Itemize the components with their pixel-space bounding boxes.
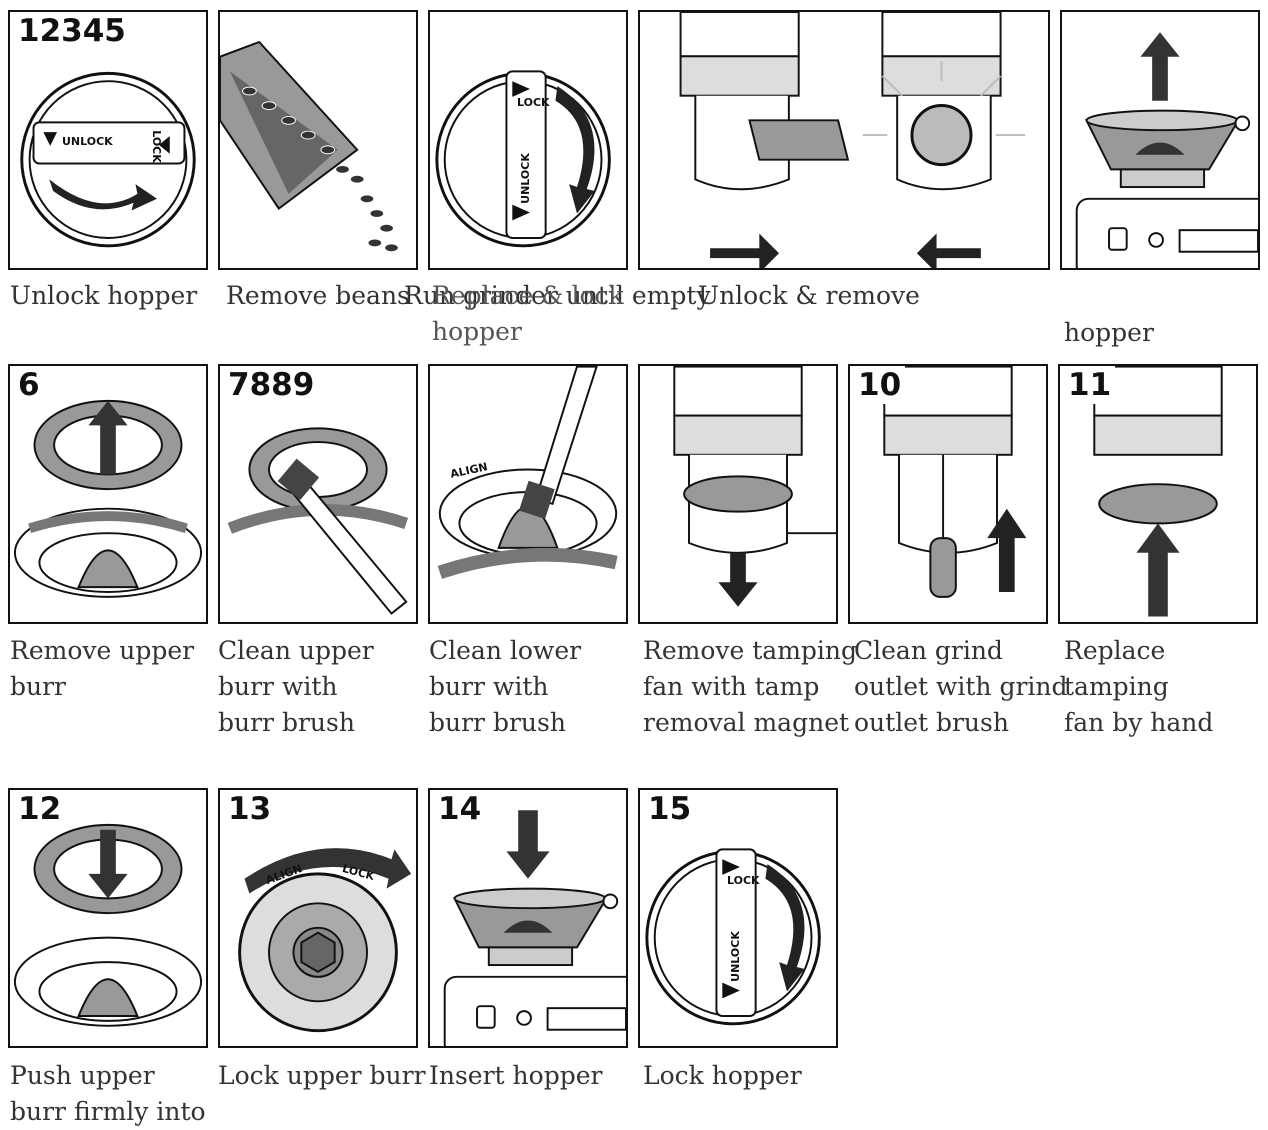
remove-hopper-illustration [1075, 32, 1258, 268]
step-number-label: 12345 [16, 12, 130, 50]
unlock-dial-illustration [20, 71, 196, 248]
step-12-panel: 12 [8, 788, 208, 1048]
step-6-panel: 6 [8, 364, 208, 624]
step-number-7: 7889 [226, 366, 319, 404]
step-number-11: 11 [1066, 366, 1116, 404]
lock-dial-label: LOCK [727, 874, 760, 887]
step-7-caption: Clean upper burr with burr brush [218, 636, 374, 737]
lock-upper-burr-illustration [238, 848, 412, 1033]
insert-hopper-illustration [443, 810, 626, 1046]
lock-dial-label: LOCK [149, 130, 163, 163]
step-number-10: 10 [856, 366, 906, 404]
lock-dial-illustration [435, 70, 611, 248]
unlock-dial-label: UNLOCK [62, 135, 113, 148]
step-6-caption: Remove upper burr [10, 636, 195, 701]
step-14-panel: 14 [428, 788, 628, 1048]
step-13-caption: Lock upper burr [218, 1061, 426, 1090]
step-3-caption: Run grinder until empty [404, 281, 711, 310]
step-2-panel [218, 10, 418, 270]
step-1-caption: Unlock hopper [10, 281, 198, 310]
step-13-panel: 13 ALIGN LOCK [218, 788, 418, 1048]
step-4-caption: Unlock & remove [698, 281, 920, 310]
step-3-panel: LOCK UNLOCK [428, 10, 628, 270]
portafilter-grind-illustration [679, 12, 1026, 268]
step-number-6: 6 [16, 366, 44, 404]
step-2-caption: Remove beans [226, 281, 410, 310]
step-10-panel: 10 [848, 364, 1048, 624]
clean-lower-burr-illustration [437, 366, 618, 579]
step-14-caption: Insert hopper [429, 1061, 603, 1090]
step-12-caption: Push upper burr firmly into [10, 1061, 206, 1126]
step-11-panel: 11 [1058, 364, 1258, 624]
step-4-panel [638, 10, 1050, 270]
step-10-caption: Clean grind outlet with grind outlet bru… [854, 636, 1068, 737]
remove-upper-burr-illustration [13, 399, 203, 598]
lock-hopper-dial-illustration [645, 848, 821, 1026]
unlock-dial-label: UNLOCK [518, 153, 532, 204]
unlock-dial-label: UNLOCK [728, 931, 742, 982]
step-number-12: 12 [16, 790, 66, 828]
step-5-panel [1060, 10, 1260, 270]
pouring-beans-illustration [220, 40, 399, 253]
step-5-caption: hopper [1064, 318, 1154, 347]
step-8-panel: ALIGN [428, 364, 628, 624]
push-upper-burr-illustration [13, 823, 203, 1027]
lock-dial-label: LOCK [517, 96, 550, 109]
step-number-15: 15 [646, 790, 696, 828]
step-8-caption: Clean lower burr with burr brush [429, 636, 582, 737]
step-1-panel: 12345 UNLOCK LOCK [8, 10, 208, 270]
clean-grind-outlet-illustration [883, 366, 1027, 598]
clean-upper-burr-illustration [227, 427, 409, 615]
replace-tamping-fan-illustration [1093, 366, 1223, 617]
step-7-panel: 7889 [218, 364, 418, 624]
step-3-overlay-caption: Replace & lock hopper [432, 281, 624, 346]
step-number-14: 14 [436, 790, 486, 828]
step-9-caption: Remove tamping fan with tamp removal mag… [643, 636, 858, 737]
step-15-panel: 15 LOCK UNLOCK [638, 788, 838, 1048]
step-9-panel [638, 364, 838, 624]
step-number-13: 13 [226, 790, 276, 828]
remove-tamping-fan-illustration [673, 366, 836, 607]
step-15-caption: Lock hopper [643, 1061, 802, 1090]
step-11-caption: Replace tamping fan by hand [1064, 636, 1214, 737]
